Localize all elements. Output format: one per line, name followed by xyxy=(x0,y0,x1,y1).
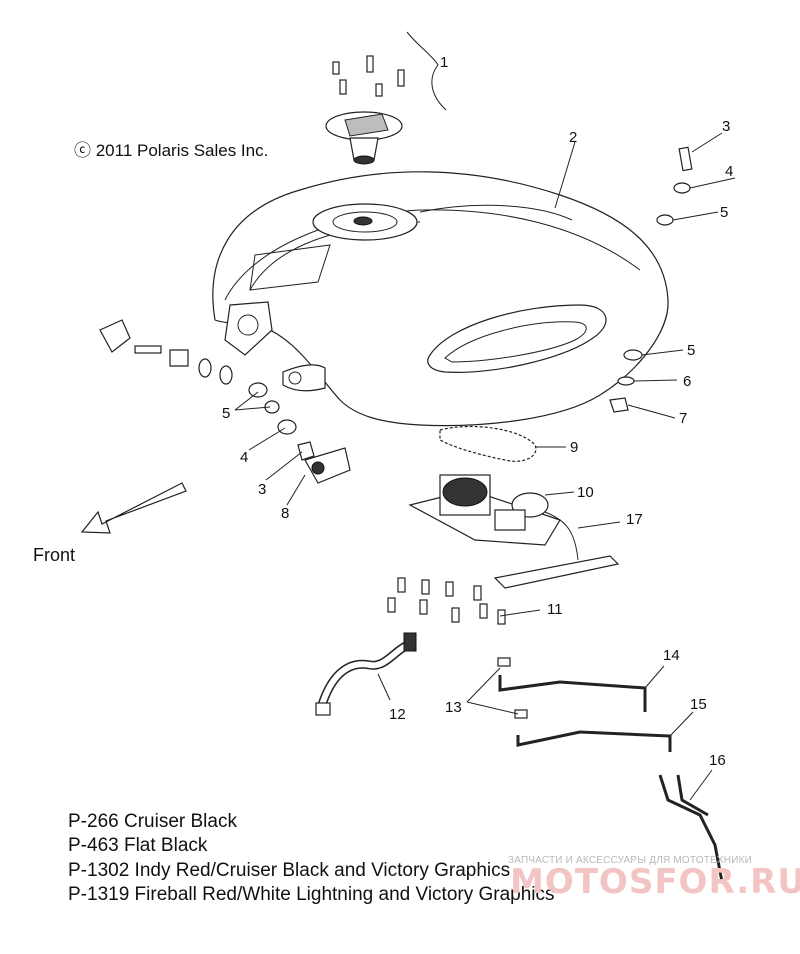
leader-lines xyxy=(234,132,736,801)
callout-7: 7 xyxy=(679,410,687,427)
callout-17: 17 xyxy=(626,511,643,528)
callout-5-left: 5 xyxy=(222,405,230,422)
callout-4-left: 4 xyxy=(240,449,248,466)
callout-3: 3 xyxy=(722,118,730,135)
fuel-cap-assembly xyxy=(325,31,447,165)
left-mount-hardware xyxy=(99,319,351,484)
watermark-text: ЗАПЧАСТИ И АКСЕССУАРЫ ДЛЯ МОТОТЕХНИКИ xyxy=(508,855,753,866)
vent-lines xyxy=(497,657,724,883)
paint-code-1: P-266 Cruiser Black xyxy=(68,811,237,832)
callout-9: 9 xyxy=(570,439,578,456)
callout-2: 2 xyxy=(569,129,577,146)
callout-3-left: 3 xyxy=(258,481,266,498)
copyright-notice: ⓒ 2011 Polaris Sales Inc. xyxy=(74,141,269,160)
front-label: Front xyxy=(33,545,76,565)
front-arrow-icon xyxy=(80,482,187,534)
watermark-logo: MOTOSFOR.RU xyxy=(510,862,800,902)
callout-labels: 1 2 3 4 5 3 5 4 5 6 7 9 10 8 17 11 14 13… xyxy=(222,54,733,769)
fuel-tank xyxy=(212,171,669,427)
callout-5-right: 5 xyxy=(687,342,695,359)
paint-code-3: P-1302 Indy Red/Cruiser Black and Victor… xyxy=(68,860,511,881)
paint-code-4: P-1319 Fireball Red/White Lightning and … xyxy=(68,884,555,905)
callout-8: 8 xyxy=(281,505,289,522)
callout-14: 14 xyxy=(663,647,680,664)
callout-13: 13 xyxy=(445,699,462,716)
callout-11: 11 xyxy=(547,601,563,618)
fuel-pump-screws xyxy=(387,577,506,625)
callout-15: 15 xyxy=(690,696,707,713)
paint-code-2: P-463 Flat Black xyxy=(68,835,208,856)
callout-16: 16 xyxy=(709,752,726,769)
callout-5: 5 xyxy=(720,204,728,221)
callout-12: 12 xyxy=(389,706,406,723)
fuel-pump-gasket xyxy=(439,425,537,462)
callout-1: 1 xyxy=(440,54,448,71)
callout-4: 4 xyxy=(725,163,733,180)
fuel-hose xyxy=(315,632,417,716)
fuel-pump-assembly xyxy=(408,474,620,589)
callout-6: 6 xyxy=(683,373,691,390)
callout-10: 10 xyxy=(577,484,594,501)
